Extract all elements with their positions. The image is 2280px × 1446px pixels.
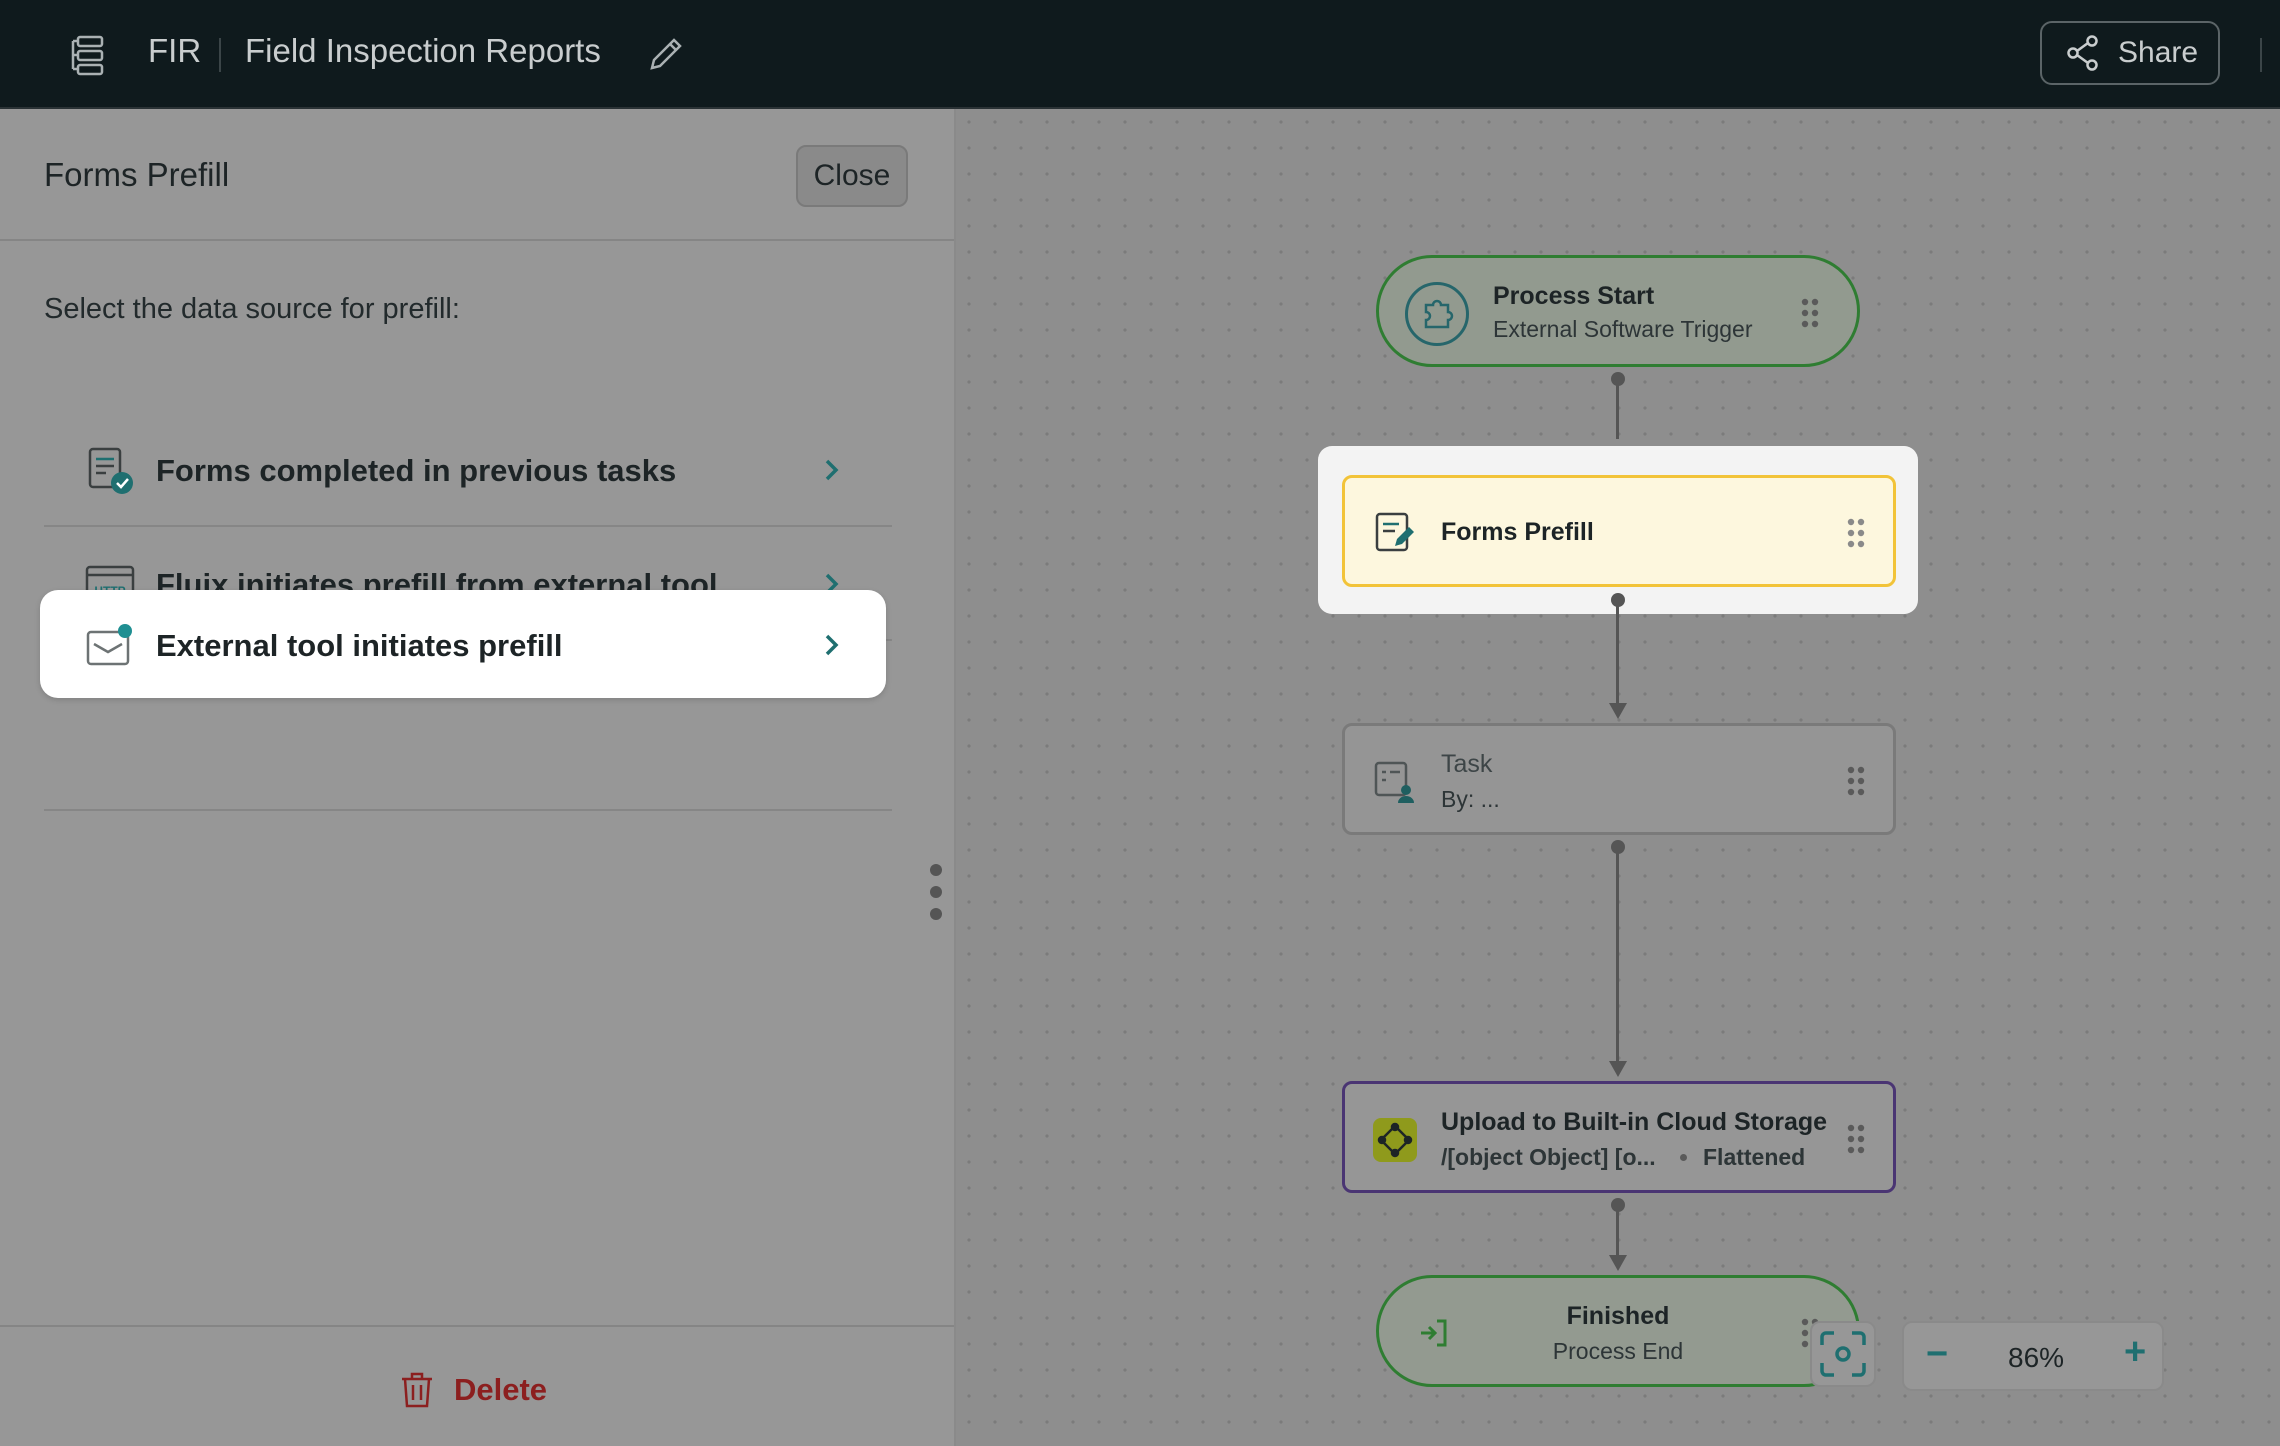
close-button[interactable]: Close xyxy=(796,145,908,207)
header-divider xyxy=(219,38,221,72)
connector-line xyxy=(1616,1205,1619,1255)
delete-label: Delete xyxy=(454,1372,547,1408)
panel-title: Forms Prefill xyxy=(44,156,229,194)
share-button[interactable]: Share xyxy=(2040,21,2220,85)
drag-handle-icon[interactable] xyxy=(1847,1124,1865,1154)
process-list-icon[interactable] xyxy=(70,34,112,76)
connector-arrow xyxy=(1609,1061,1627,1077)
chevron-right-icon xyxy=(816,455,846,485)
form-edit-icon xyxy=(1373,510,1417,559)
option-label: External tool initiates prefill xyxy=(156,628,563,664)
upload-mode: Flattened xyxy=(1703,1144,1805,1171)
connector-line xyxy=(1616,379,1619,439)
panel-header: Forms Prefill Close xyxy=(0,109,954,241)
option-divider xyxy=(44,809,892,811)
option-previous-tasks[interactable]: Forms completed in previous tasks xyxy=(44,415,892,527)
node-subtitle: Process End xyxy=(1379,1338,1857,1365)
cloud-storage-icon xyxy=(1373,1118,1417,1162)
zoom-out-button[interactable]: − xyxy=(1926,1333,1948,1376)
node-title: Task xyxy=(1441,750,1492,779)
drag-handle-icon[interactable] xyxy=(1801,298,1819,328)
node-subtitle: By: ... xyxy=(1441,786,1500,813)
node-task[interactable]: Task By: ... xyxy=(1342,723,1896,835)
connector-line xyxy=(1616,847,1619,1061)
chevron-right-icon xyxy=(816,630,846,660)
panel-footer: Delete xyxy=(0,1325,954,1446)
connector-arrow xyxy=(1609,703,1627,719)
task-user-icon xyxy=(1373,760,1417,809)
workflow-canvas[interactable]: Process Start External Software Trigger … xyxy=(956,109,2280,1446)
top-bar: FIR Field Inspection Reports Share xyxy=(0,0,2280,109)
zoom-level: 86% xyxy=(2008,1342,2064,1374)
node-title: Process Start xyxy=(1493,282,1654,311)
drag-handle-icon[interactable] xyxy=(1847,766,1865,796)
prefill-prompt: Select the data source for prefill: xyxy=(44,293,460,326)
connector-arrow xyxy=(1609,1255,1627,1271)
forms-prefill-panel: Forms Prefill Close Select the data sour… xyxy=(0,109,956,1446)
puzzle-icon xyxy=(1405,282,1469,346)
node-title: Upload to Built-in Cloud Storage xyxy=(1441,1108,1827,1137)
zoom-in-button[interactable]: + xyxy=(2124,1331,2146,1374)
form-check-icon xyxy=(84,445,136,497)
delete-button[interactable]: Delete xyxy=(400,1371,547,1409)
separator-dot xyxy=(1680,1154,1687,1161)
resize-handle-icon[interactable] xyxy=(928,863,944,921)
node-subtitle: External Software Trigger xyxy=(1493,316,1753,343)
drag-handle-icon[interactable] xyxy=(1847,518,1865,548)
focus-icon xyxy=(1812,1323,1874,1385)
option-external-initiates[interactable]: External tool initiates prefill xyxy=(40,590,886,698)
node-title: Forms Prefill xyxy=(1441,518,1594,547)
trash-icon xyxy=(400,1371,434,1409)
zoom-control: − 86% + xyxy=(1902,1321,2164,1391)
page-title: Field Inspection Reports xyxy=(245,32,601,70)
node-forms-prefill[interactable]: Forms Prefill xyxy=(1342,475,1896,587)
header-divider xyxy=(2260,38,2262,72)
inbox-notification-icon xyxy=(84,620,136,672)
node-finished[interactable]: Finished Process End xyxy=(1376,1275,1860,1387)
node-process-start[interactable]: Process Start External Software Trigger xyxy=(1376,255,1860,367)
node-title: Finished xyxy=(1379,1302,1857,1331)
pencil-icon[interactable] xyxy=(646,34,686,74)
connector-line xyxy=(1616,600,1619,704)
fit-to-screen-button[interactable] xyxy=(1810,1321,1876,1387)
upload-path: /[object Object] [o... xyxy=(1441,1144,1656,1171)
share-label: Share xyxy=(2118,36,2198,70)
app-abbreviation: FIR xyxy=(148,32,201,70)
option-label: Forms completed in previous tasks xyxy=(156,453,676,489)
share-icon xyxy=(2066,35,2100,71)
node-upload-cloud-storage[interactable]: Upload to Built-in Cloud Storage /[objec… xyxy=(1342,1081,1896,1193)
